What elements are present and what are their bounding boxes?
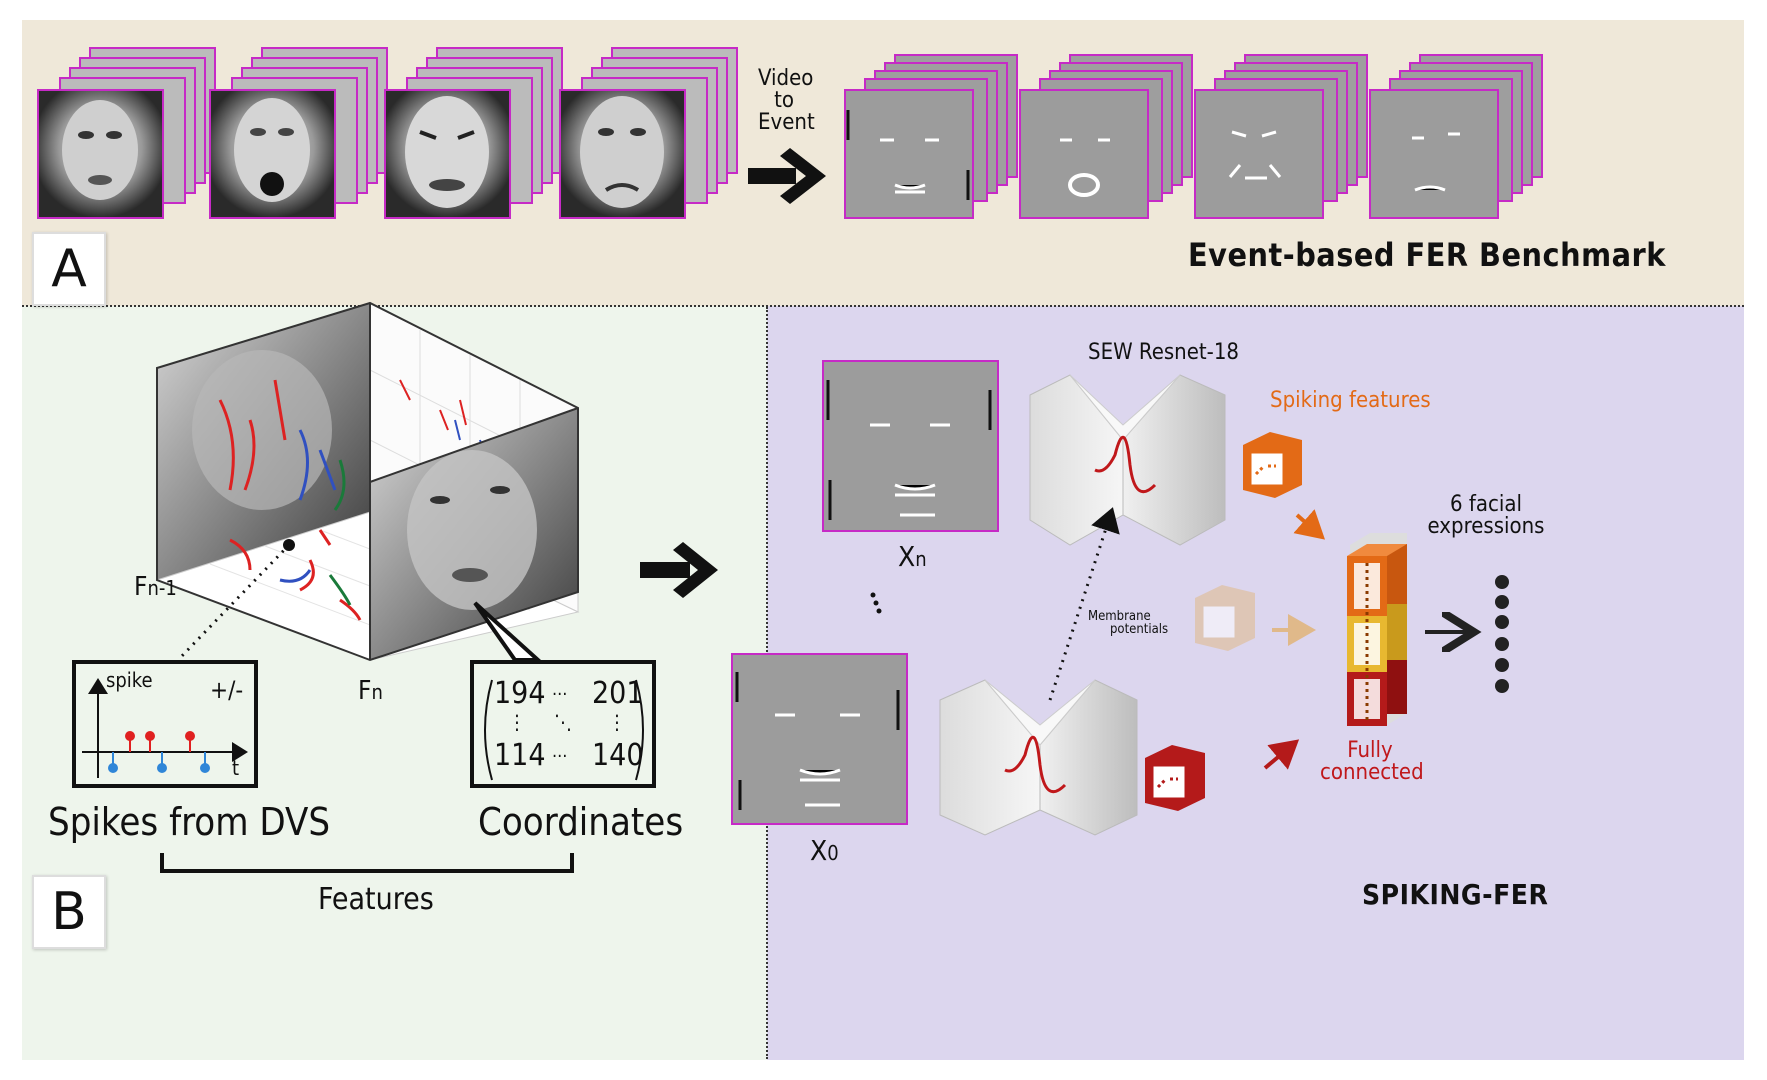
sew-resnet-label: SEW Resnet-18 <box>1088 340 1239 365</box>
output-label: 6 facial expressions <box>1426 494 1546 538</box>
membrane-feature-cube-tan <box>1195 585 1255 651</box>
panel-a-title: Event-based FER Benchmark <box>1188 236 1666 274</box>
matrix-dots-right: ⋮ <box>608 710 626 734</box>
spiking-feature-cube-red <box>1145 745 1205 811</box>
xn-sub: n <box>915 547 927 571</box>
membrane-line-2: potentials <box>1110 622 1169 637</box>
xn-event-frame <box>822 360 999 532</box>
output-nodes <box>1495 575 1509 693</box>
matrix-bottom-right: 140 <box>592 738 644 773</box>
matrix-left-paren <box>484 679 493 781</box>
fn-base: F <box>358 676 372 706</box>
xn-label: Xn <box>898 540 927 573</box>
panel-b-title: SPIKING-FER <box>1362 878 1549 911</box>
panel-a-letter: A <box>32 232 106 306</box>
spiking-features-label: Spiking features <box>1270 388 1431 413</box>
xn-base: X <box>898 540 916 573</box>
matrix-right-paren <box>635 679 644 781</box>
video-stack-2 <box>209 47 388 219</box>
membrane-line-1: Membrane <box>1088 609 1151 624</box>
x0-base: X <box>810 834 828 867</box>
video-stack-3 <box>384 47 563 219</box>
fully-connected-label: Fully connected <box>1320 738 1424 785</box>
matrix-dots-left: ⋮ <box>508 710 526 734</box>
x0-event-frame <box>731 653 908 825</box>
sew-resnet-block-lower <box>939 679 1138 836</box>
event-stack-3 <box>1194 54 1368 219</box>
matrix-dots-bottom: ··· <box>552 746 568 767</box>
fully-connected-line-2: connected <box>1320 760 1424 785</box>
x0-label: X0 <box>810 834 839 867</box>
arrow-label-line-2: to <box>774 88 794 113</box>
arrow-label-line-3: Event <box>758 110 815 135</box>
coordinates-matrix-box <box>470 660 656 788</box>
event-stack-1 <box>844 54 1018 219</box>
fully-connected-stack <box>1347 533 1407 726</box>
membrane-potentials-label: Membrane potentials <box>1088 610 1168 636</box>
matrix-dots-top: ··· <box>552 684 568 705</box>
panel-b-letter: B <box>32 875 106 949</box>
event-cube <box>155 301 580 662</box>
fn-minus-1-label: Fn-1 <box>134 572 177 602</box>
horizontal-divider <box>22 305 1744 307</box>
matrix-dots-diagonal: ⋱ <box>554 710 572 734</box>
fully-connected-line-1: Fully <box>1347 738 1393 763</box>
spike-polarity-label: +/- <box>210 676 244 704</box>
membrane-potential-arrow <box>1048 507 1120 701</box>
spike-plot-graphics <box>82 678 248 778</box>
video-stack-4 <box>559 47 738 219</box>
spike-plot-box <box>72 660 258 788</box>
output-line-2: expressions <box>1427 514 1545 539</box>
fn-minus-1-sub: n-1 <box>147 576 177 600</box>
x0-sub: 0 <box>827 841 839 865</box>
b-to-network-arrow <box>640 542 718 598</box>
spiking-feature-cube-orange <box>1243 432 1302 498</box>
video-to-event-arrow <box>748 148 826 204</box>
spikes-from-dvs-label: Spikes from DVS <box>48 800 331 844</box>
sew-resnet-block-upper <box>1029 374 1226 546</box>
video-stack-1 <box>37 47 216 219</box>
arrow-label-line-1: Video <box>758 66 814 91</box>
features-bracket <box>160 853 574 873</box>
spike-time-label: t <box>232 756 240 780</box>
event-stack-4 <box>1369 54 1543 219</box>
fn-minus-1-base: F <box>134 572 148 602</box>
coordinates-label: Coordinates <box>478 800 684 844</box>
frames-ellipsis <box>870 592 882 614</box>
matrix-top-left: 194 <box>494 676 546 711</box>
matrix-top-right: 201 <box>592 676 644 711</box>
event-stack-2 <box>1019 54 1193 219</box>
features-label: Features <box>318 882 434 917</box>
red-to-fc-arrow <box>1263 739 1300 770</box>
output-line-1: 6 facial <box>1450 492 1522 517</box>
video-to-event-label: Video to Event <box>758 66 815 135</box>
matrix-bottom-left: 114 <box>494 738 546 773</box>
orange-to-fc-arrow <box>1293 509 1326 540</box>
fn-sub: n <box>371 680 383 704</box>
spike-axis-label: spike <box>106 668 153 692</box>
fn-label: Fn <box>358 676 383 706</box>
